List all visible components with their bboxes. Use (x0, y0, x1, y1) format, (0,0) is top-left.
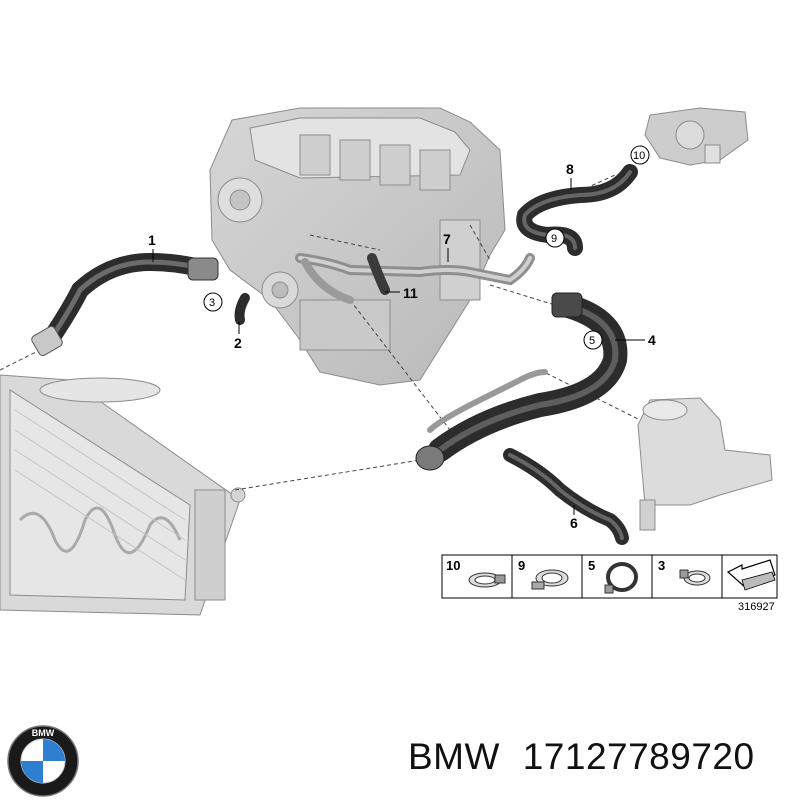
legend-cell-3: 3 (658, 558, 711, 586)
svg-text:3: 3 (658, 558, 665, 573)
svg-text:5: 5 (588, 558, 595, 573)
callout-2: 2 (234, 335, 242, 351)
circled-callout-3: 3 (209, 297, 215, 309)
bmw-logo-icon: BMW (7, 725, 79, 797)
hose-8 (516, 164, 638, 256)
circled-callout-5: 5 (589, 335, 595, 347)
svg-text:10: 10 (446, 558, 460, 573)
hoses (31, 164, 638, 545)
engine-block (209, 107, 506, 386)
pump-housing (644, 107, 749, 166)
legend-cell-5: 5 (588, 558, 638, 594)
orientation-arrow-icon (726, 559, 776, 591)
callouts: 1 2 4 6 7 8 11 (148, 161, 656, 531)
part-caption: BMW 17127789720 (408, 736, 792, 786)
hose-2 (234, 293, 250, 325)
svg-text:BMW: BMW (32, 728, 55, 738)
callout-6: 6 (570, 515, 578, 531)
expansion-tank (637, 397, 773, 531)
circled-callouts (203, 145, 650, 350)
hose-clamp-worm-icon (468, 572, 506, 588)
callout-8: 8 (566, 161, 574, 177)
legend-cell-9: 9 (518, 558, 569, 590)
drawing-id: 316927 (738, 601, 775, 613)
legend-box: 10 9 5 3 (441, 554, 778, 599)
callout-11: 11 (403, 285, 418, 301)
hose-clamp-spring-icon (604, 562, 638, 594)
callout-7: 7 (443, 231, 451, 247)
radiator (0, 374, 246, 616)
legend-cell-10: 10 (446, 558, 506, 588)
callout-4: 4 (648, 332, 656, 348)
caption-brand: BMW (408, 736, 500, 777)
svg-text:9: 9 (518, 558, 525, 573)
caption-part-number: 17127789720 (522, 736, 755, 777)
callout-1: 1 (148, 232, 156, 248)
circled-callout-10: 10 (633, 150, 645, 162)
hose-clamp-small-icon (679, 569, 711, 586)
hose-clamp-band-icon (531, 569, 569, 590)
circled-callout-9: 9 (551, 233, 557, 245)
